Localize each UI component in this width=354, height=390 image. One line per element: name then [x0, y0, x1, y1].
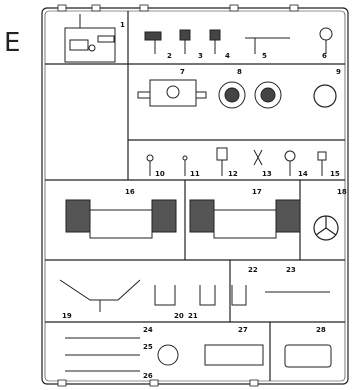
- part-15: [317, 151, 327, 176]
- part-10: [146, 154, 154, 176]
- part-8: [218, 81, 282, 109]
- part-13: [253, 149, 263, 166]
- part-11: [182, 155, 188, 176]
- part-number-3: 3: [198, 52, 203, 60]
- part-number-19: 19: [62, 312, 72, 320]
- part-number-28: 28: [316, 326, 326, 334]
- part-21: [199, 285, 216, 306]
- part-number-4: 4: [225, 52, 230, 60]
- part-2: [144, 31, 162, 54]
- part-4: [209, 29, 221, 54]
- part-number-20: 20: [174, 312, 184, 320]
- part-14: [284, 150, 296, 176]
- part-number-26: 26: [143, 372, 153, 380]
- part-number-23: 23: [286, 266, 296, 274]
- part-1: [64, 14, 116, 63]
- part-number-25: 25: [143, 343, 153, 351]
- part-number-13: 13: [262, 170, 272, 178]
- part-16: [65, 199, 177, 239]
- part-3: [179, 29, 191, 54]
- part-number-1: 1: [120, 21, 125, 29]
- part-number-27: 27: [238, 326, 248, 334]
- sprue-outer-frame: [41, 7, 349, 385]
- sprue-inner-frame: [44, 10, 346, 382]
- part-19: [59, 279, 141, 312]
- part-22: [231, 285, 247, 306]
- part-5: [245, 37, 290, 54]
- part-9: [313, 84, 337, 108]
- part-number-15: 15: [330, 170, 340, 178]
- part-28: [284, 344, 332, 368]
- part-17: [189, 199, 301, 239]
- part-number-12: 12: [228, 170, 238, 178]
- part-number-17: 17: [252, 188, 262, 196]
- part-number-8: 8: [237, 68, 242, 76]
- part-number-5: 5: [262, 52, 267, 60]
- part-number-24: 24: [143, 326, 153, 334]
- part-number-14: 14: [298, 170, 308, 178]
- part-number-16: 16: [125, 188, 135, 196]
- part-number-7: 7: [180, 68, 185, 76]
- part-number-10: 10: [155, 170, 165, 178]
- part-number-9: 9: [336, 68, 341, 76]
- part-number-21: 21: [188, 312, 198, 320]
- part-number-11: 11: [190, 170, 200, 178]
- part-number-2: 2: [167, 52, 172, 60]
- part-number-18: 18: [337, 188, 347, 196]
- sprue-letter: E: [4, 28, 21, 58]
- part-ring-bottom: [157, 344, 179, 366]
- part-12: [216, 147, 228, 176]
- part-27: [204, 344, 264, 366]
- part-20: [154, 285, 176, 306]
- part-18: [313, 215, 339, 241]
- part-7: [137, 79, 207, 107]
- part-number-6: 6: [322, 52, 327, 60]
- part-6: [319, 27, 333, 54]
- part-number-22: 22: [248, 266, 258, 274]
